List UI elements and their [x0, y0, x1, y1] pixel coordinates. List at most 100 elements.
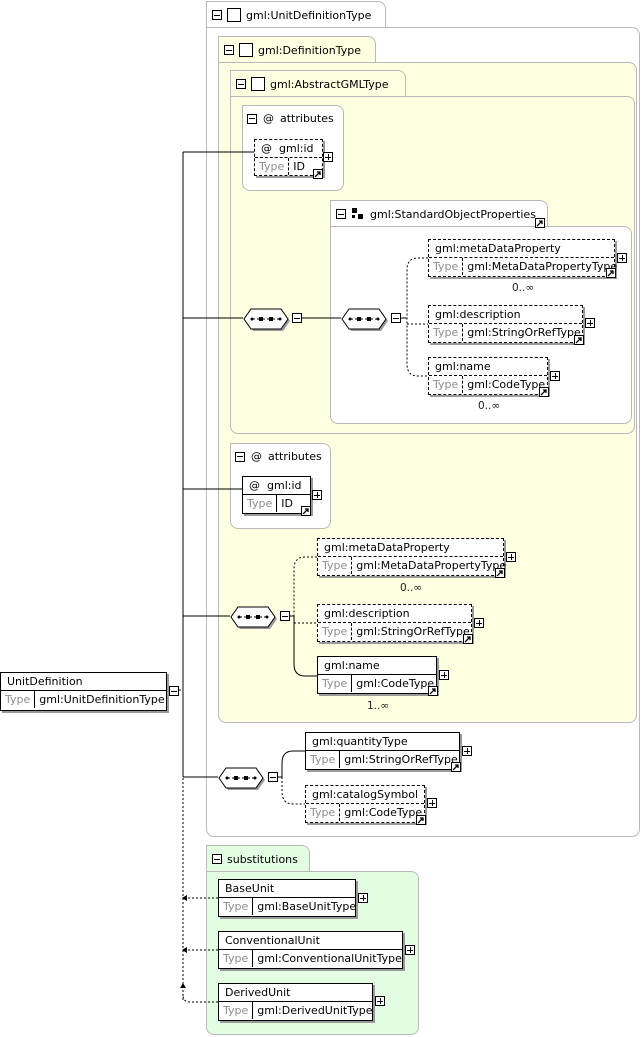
type-link-icon[interactable]: [539, 387, 549, 397]
sequence-compositor-icon[interactable]: [243, 307, 291, 331]
collapse-toggle-icon[interactable]: [169, 686, 179, 696]
type-label: Type: [429, 324, 464, 341]
expand-toggle-icon[interactable]: [617, 253, 627, 263]
type-value: gml:StringOrRefType: [467, 326, 581, 339]
abstract-gml-type-header: gml:AbstractGMLType: [230, 70, 406, 97]
complex-type-icon: [227, 8, 241, 22]
type-value: gml:StringOrRefType: [356, 625, 470, 638]
abstract-gml-type-title: gml:AbstractGMLType: [270, 77, 389, 91]
type-value: ID: [281, 497, 293, 510]
type-link-icon[interactable]: [463, 634, 473, 644]
expand-toggle-icon[interactable]: [506, 552, 516, 562]
type-value: gml:StringOrRefType: [344, 753, 458, 766]
complex-type-icon: [239, 43, 253, 57]
expand-toggle-icon[interactable]: [312, 490, 322, 500]
expand-toggle-icon[interactable]: [427, 798, 437, 808]
expand-toggle-icon[interactable]: [550, 371, 560, 381]
unit-definition-type-header: gml:UnitDefinitionType: [206, 1, 386, 28]
collapse-toggle-icon[interactable]: [224, 45, 234, 55]
element-name: ConventionalUnit: [219, 932, 402, 950]
definition-type-header: gml:DefinitionType: [218, 36, 376, 63]
sequence-compositor-icon[interactable]: [341, 307, 389, 331]
expand-toggle-icon[interactable]: [323, 152, 333, 162]
definition-attributes-title: attributes: [268, 450, 322, 463]
complex-type-icon: [251, 77, 265, 91]
element-name: DerivedUnit: [219, 984, 372, 1002]
type-link-icon[interactable]: [428, 686, 438, 696]
element-name: BaseUnit: [219, 880, 355, 898]
type-label: Type: [318, 675, 353, 692]
expand-toggle-icon[interactable]: [405, 945, 415, 955]
collapse-toggle-icon[interactable]: [212, 854, 222, 864]
expand-toggle-icon[interactable]: [462, 746, 472, 756]
type-link-icon[interactable]: [301, 506, 311, 516]
unit-definition-type-title: gml:UnitDefinitionType: [246, 8, 372, 22]
sequence-compositor-icon[interactable]: [218, 766, 266, 790]
collapse-toggle-icon[interactable]: [336, 209, 346, 219]
collapse-toggle-icon[interactable]: [292, 313, 302, 323]
standard-object-properties-header: gml:StandardObjectProperties: [330, 200, 548, 227]
element-name: gml:metaDataProperty: [429, 240, 614, 258]
standard-object-properties-title: gml:StandardObjectProperties: [370, 207, 536, 221]
element-name: gml:metaDataProperty: [318, 539, 503, 557]
type-link-icon[interactable]: [416, 815, 426, 825]
element-name: gml:name: [318, 657, 436, 675]
type-value: gml:UnitDefinitionType: [39, 693, 165, 706]
expand-toggle-icon[interactable]: [439, 670, 449, 680]
collapse-toggle-icon[interactable]: [280, 611, 290, 621]
expand-toggle-icon[interactable]: [474, 618, 484, 628]
type-label: Type: [255, 158, 290, 175]
type-label: Type: [306, 751, 341, 768]
attribute-at-icon: @: [261, 142, 272, 155]
type-label: Type: [219, 950, 254, 967]
collapse-toggle-icon[interactable]: [391, 313, 401, 323]
expand-toggle-icon[interactable]: [358, 893, 368, 903]
type-label: Type: [318, 623, 353, 640]
collapse-toggle-icon[interactable]: [235, 451, 245, 462]
element-name: gml:quantityType: [306, 733, 459, 751]
expand-toggle-icon[interactable]: [585, 318, 595, 328]
type-link-icon[interactable]: [495, 568, 505, 578]
type-link-icon[interactable]: [451, 762, 461, 772]
type-value: gml:MetaDataPropertyType: [467, 260, 618, 273]
type-label: Type: [219, 898, 254, 915]
sequence-compositor-icon[interactable]: [230, 605, 278, 629]
type-value: ID: [293, 160, 305, 173]
type-label: Type: [429, 258, 464, 275]
type-label: Type: [318, 557, 353, 574]
collapse-toggle-icon[interactable]: [247, 113, 257, 124]
type-value: gml:DerivedUnitType: [257, 1004, 373, 1017]
cardinality-label: 0..∞: [400, 582, 423, 594]
attribute-name: gml:id: [279, 142, 314, 155]
collapse-toggle-icon[interactable]: [268, 772, 278, 782]
type-value: gml:ConventionalUnitType: [257, 952, 402, 965]
element-name: gml:description: [318, 605, 471, 623]
element-name: gml:description: [429, 306, 582, 324]
cardinality-label: 1..∞: [367, 700, 390, 712]
type-link-icon[interactable]: [313, 169, 323, 179]
type-label: Type: [429, 376, 464, 393]
type-value: gml:BaseUnitType: [257, 900, 357, 913]
type-link-icon[interactable]: [574, 335, 584, 345]
element-name: gml:catalogSymbol: [306, 786, 424, 804]
group-link-icon[interactable]: [535, 218, 545, 228]
collapse-toggle-icon[interactable]: [212, 10, 222, 20]
collapse-toggle-icon[interactable]: [236, 79, 246, 89]
expand-toggle-icon[interactable]: [375, 996, 385, 1006]
type-link-icon[interactable]: [606, 268, 616, 278]
type-value: gml:MetaDataPropertyType: [356, 559, 507, 572]
